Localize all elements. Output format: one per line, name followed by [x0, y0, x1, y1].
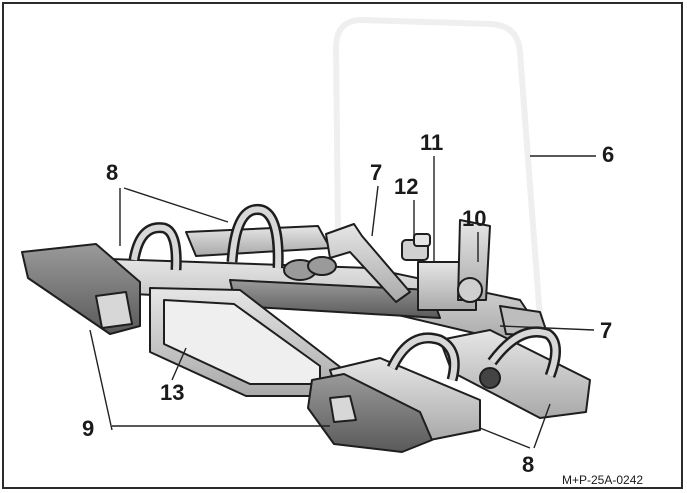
callout-7-top: 7 [370, 160, 382, 185]
callout-11: 11 [420, 130, 443, 155]
callout-9: 9 [82, 416, 94, 441]
callout-8-top: 8 [106, 160, 118, 185]
callout-8-bottom: 8 [522, 452, 534, 477]
reference-code: M+P-25A-0242 [562, 473, 643, 487]
callout-6: 6 [602, 142, 614, 167]
callout-10: 10 [462, 206, 486, 231]
holder-arm [325, 223, 411, 303]
folding-frame-bar [332, 16, 543, 319]
callout-13: 13 [160, 380, 184, 405]
tail-light-left [21, 243, 141, 335]
callout-7-right: 7 [600, 318, 612, 343]
release-knob [401, 233, 431, 261]
callout-12: 12 [394, 174, 418, 199]
wheel-strap-rear [128, 203, 337, 281]
callout-leaders [89, 155, 596, 449]
front-wheel-rails [329, 326, 591, 441]
tail-light-right [307, 373, 433, 453]
